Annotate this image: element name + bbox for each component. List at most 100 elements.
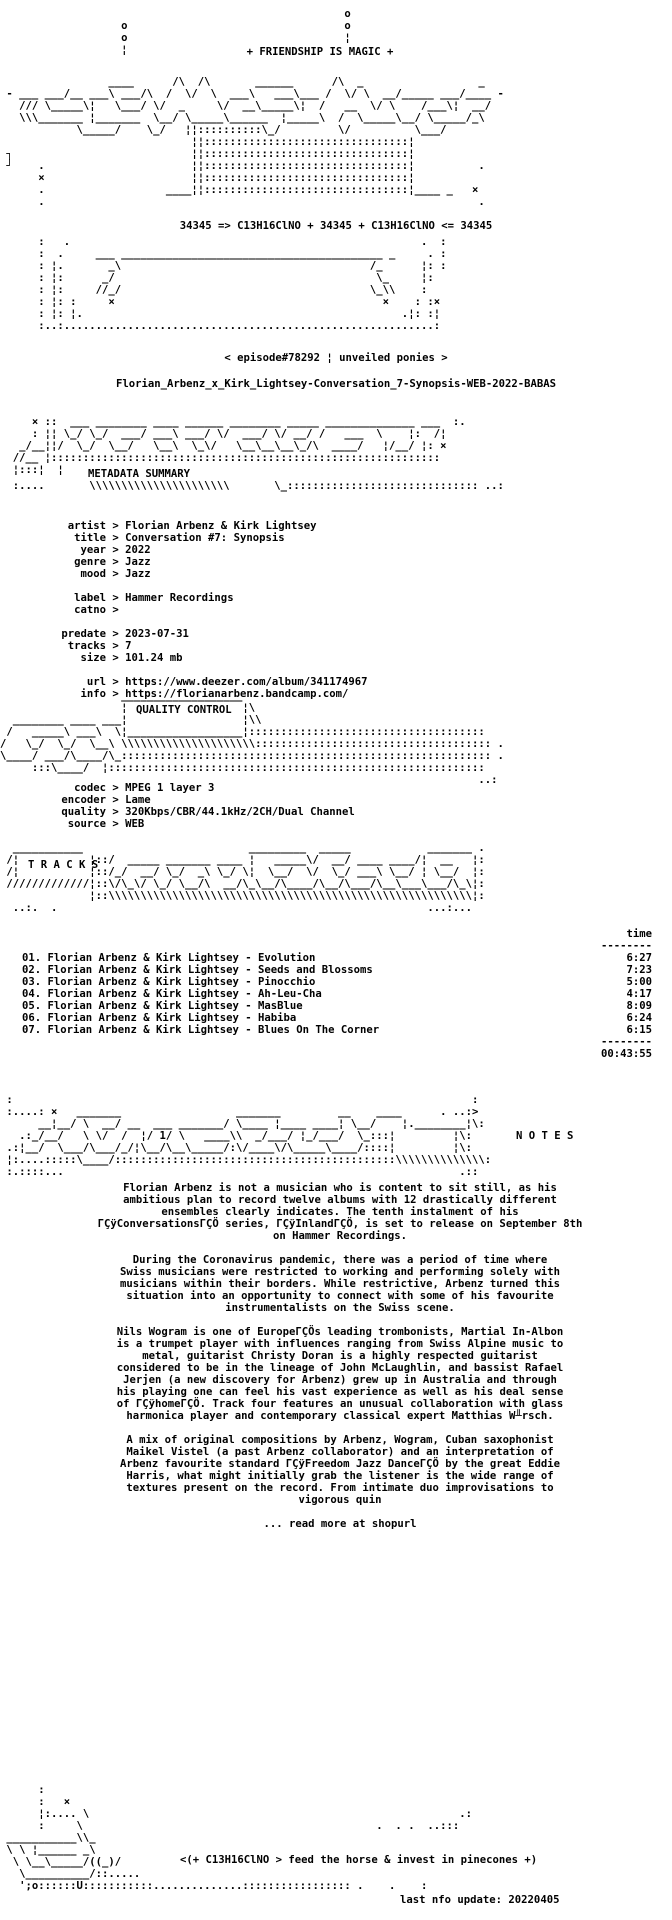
metadata-banner-art-bottom: :.... \\\\\\\\\\\\\\\\\\\\\\ \_:::::::::… (12, 480, 504, 492)
track-name: Florian Arbenz & Kirk Lightsey - Seeds a… (47, 964, 373, 976)
quality-key: encoder (61, 794, 106, 806)
metadata-value: Jazz (125, 568, 151, 580)
metadata-value: 7 (125, 640, 132, 652)
metadata-value: 2023-07-31 (125, 628, 189, 640)
quality-banner-art: ___________________ ¦ ¦\ ________ ____ _… (0, 690, 504, 786)
track-row: 05. Florian Arbenz & Kirk Lightsey - Mas… (22, 1000, 652, 1012)
metadata-key: genre (74, 556, 106, 568)
header-art-top: o o o o ¦ ¦ (121, 8, 351, 56)
metadata-key: year (80, 544, 106, 556)
track-number: 04. (22, 988, 42, 1000)
quality-key: codec (74, 782, 106, 794)
last-update: last nfo update: 20220405 (400, 1894, 560, 1906)
track-row: 07. Florian Arbenz & Kirk Lightsey - Blu… (22, 1024, 652, 1036)
metadata-row: year > 2022 (58, 544, 658, 556)
quality-separator: > (106, 818, 126, 830)
metadata-row: label > Hammer Recordings (58, 592, 658, 604)
footer-art: : : × ¦:.... \ .: : \ . . . ..::: ______… (6, 1784, 472, 1892)
track-number: 02. (22, 964, 42, 976)
total-rule: -------- (600, 1036, 652, 1048)
metadata-key: catno (74, 604, 106, 616)
header-ascii-art: o o o o ¦ ¦ (0, 8, 672, 56)
quality-row: source > WEB (58, 818, 658, 830)
metadata-row: genre > Jazz (58, 556, 658, 568)
track-time: 6:24 (626, 1012, 652, 1024)
metadata-key: mood (80, 568, 106, 580)
time-rule: -------- (600, 940, 652, 952)
metadata-heading: METADATA SUMMARY (88, 468, 191, 480)
quality-value: WEB (125, 818, 145, 830)
metadata-separator: > (106, 688, 126, 700)
metadata-value: Florian Arbenz & Kirk Lightsey (125, 520, 317, 532)
metadata-key: info (80, 688, 106, 700)
quality-key: source (67, 818, 106, 830)
quality-value: Lame (125, 794, 151, 806)
metadata-separator: > (106, 628, 126, 640)
track-row: 06. Florian Arbenz & Kirk Lightsey - Hab… (22, 1012, 652, 1024)
metadata-separator: > (106, 676, 126, 688)
track-name: Florian Arbenz & Kirk Lightsey - Pinocch… (47, 976, 316, 988)
tracks-banner-art: ___________ _________ _____ _______ . /¦… (6, 842, 485, 914)
track-name: Florian Arbenz & Kirk Lightsey - MasBlue (47, 1000, 303, 1012)
metadata-row: tracks > 7 (58, 640, 658, 652)
track-number: 01. (22, 952, 42, 964)
release-filename: Florian_Arbenz_x_Kirk_Lightsey-Conversat… (115, 378, 557, 390)
metadata-separator: > (106, 520, 126, 532)
notes-banner-art: : : :....: × _______ _______ __ ____ . .… (6, 1094, 492, 1178)
notes-heading: N O T E S (516, 1130, 574, 1142)
track-row: 03. Florian Arbenz & Kirk Lightsey - Pin… (22, 976, 652, 988)
metadata-key: url (86, 676, 106, 688)
track-number: 03. (22, 976, 42, 988)
quality-value: 320Kbps/CBR/44.1kHz/2CH/Dual Channel (125, 806, 355, 818)
track-time: 7:23 (626, 964, 652, 976)
metadata-row: size > 101.24 mb (58, 652, 658, 664)
metadata-value: https://florianarbenz.bandcamp.com/ (125, 688, 349, 700)
episode-line: < episode#78292 ¦ unveiled ponies > (224, 352, 448, 364)
metadata-key: predate (61, 628, 106, 640)
metadata-row: predate > 2023-07-31 (58, 628, 658, 640)
metadata-separator: > (106, 592, 126, 604)
metadata-value: Conversation #7: Synopsis (125, 532, 285, 544)
track-time: 5:00 (626, 976, 652, 988)
notes-text: Florian Arbenz is not a musician who is … (20, 1182, 660, 1542)
track-name: Florian Arbenz & Kirk Lightsey - Habiba (47, 1012, 297, 1024)
tracks-table: time -------- 01. Florian Arbenz & Kirk … (22, 928, 652, 1060)
metadata-separator: > (106, 652, 126, 664)
metadata-key: tracks (67, 640, 106, 652)
metadata-row: catno > (58, 604, 658, 616)
metadata-row: url > https://www.deezer.com/album/34117… (58, 676, 658, 688)
time-header: time (626, 928, 652, 940)
notes-paragraph: Florian Arbenz is not a musician who is … (97, 1182, 583, 1242)
quality-row: codec > MPEG 1 layer 3 (58, 782, 658, 794)
header-tagline: + FRIENDSHIP IS MAGIC + (246, 46, 394, 58)
footer-slogan: <(+ C13H16ClNO > feed the horse & invest… (180, 1854, 538, 1866)
metadata-row: mood > Jazz (58, 568, 658, 580)
track-time: 6:27 (626, 952, 652, 964)
metadata-value: https://www.deezer.com/album/341174967 (125, 676, 368, 688)
metadata-value: 2022 (125, 544, 151, 556)
quality-heading: QUALITY CONTROL (136, 704, 232, 716)
total-time: 00:43:55 (600, 1048, 652, 1060)
quality-separator: > (106, 794, 126, 806)
track-row: 01. Florian Arbenz & Kirk Lightsey - Evo… (22, 952, 652, 964)
track-time: 6:15 (626, 1024, 652, 1036)
metadata-separator: > (106, 556, 126, 568)
track-row: 02. Florian Arbenz & Kirk Lightsey - See… (22, 964, 652, 976)
metadata-row (58, 616, 658, 628)
quality-row: encoder > Lame (58, 794, 658, 806)
metadata-key: label (74, 592, 106, 604)
metadata-row: info > https://florianarbenz.bandcamp.co… (58, 688, 658, 700)
notes-paragraph: A mix of original compositions by Arbenz… (119, 1434, 561, 1506)
metadata-value: 101.24 mb (125, 652, 183, 664)
metadata-separator: > (106, 640, 126, 652)
metadata-separator: > (106, 604, 126, 616)
metadata-separator: > (106, 544, 126, 556)
quality-key: quality (61, 806, 106, 818)
track-name: Florian Arbenz & Kirk Lightsey - Blues O… (47, 1024, 380, 1036)
track-number: 06. (22, 1012, 42, 1024)
track-number: 05. (22, 1000, 42, 1012)
quality-value: MPEG 1 layer 3 (125, 782, 215, 794)
metadata-separator: > (106, 532, 126, 544)
